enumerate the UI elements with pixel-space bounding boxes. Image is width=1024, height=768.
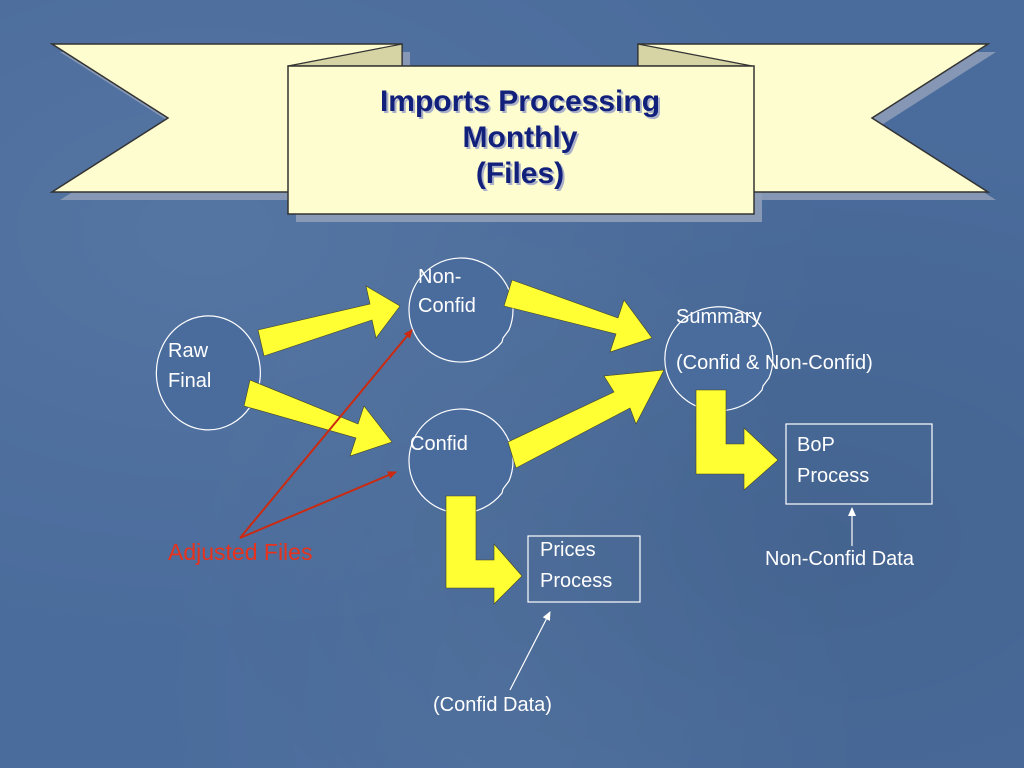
arrow-confid-to-prices [445, 495, 523, 605]
confid-data-arrow [509, 611, 551, 691]
bop-process-label-line-2: Process [797, 465, 870, 487]
bop-process-box [785, 423, 933, 505]
non-confid-label-line-1: Non- [418, 266, 462, 288]
prices-process-label-line-1: Prices [540, 539, 596, 561]
arrow-confid-to-summary [507, 369, 665, 469]
page-title: Imports Processing Monthly (Files) [290, 84, 750, 192]
title-line-1: Imports Processing [379, 85, 661, 118]
title-banner [49, 43, 996, 222]
raw-final-label-line-1: Raw [168, 340, 209, 362]
title-line-3: (Files) [475, 157, 565, 190]
bop-process-label-line-1: BoP [797, 434, 835, 456]
summary-label-line-1: Summary [676, 306, 762, 328]
prices-process-label-line-2: Process [540, 570, 613, 592]
confid-label: Confid [410, 433, 468, 455]
adjusted-to-nonconfid-arrow [239, 329, 413, 539]
title-panel [287, 65, 755, 215]
arrow-nonconfid-to-summary [503, 279, 653, 353]
flow-arrows [243, 279, 779, 605]
confid-data-label: (Confid Data) [433, 694, 552, 716]
arrow-summary-to-bop [695, 389, 779, 491]
non-confid-data-label: Non-Confid Data [765, 548, 914, 570]
prices-process-box [527, 535, 641, 603]
non-confid-label-line-2: Confid [418, 295, 476, 317]
raw-final-node [155, 315, 261, 431]
adjusted-files-label: Adjusted Files [168, 539, 313, 565]
summary-label-line-2: (Confid & Non-Confid) [676, 352, 873, 374]
raw-final-label-line-2: Final [168, 370, 212, 392]
title-line-2: Monthly [462, 121, 578, 154]
adjusted-to-confid-arrow [239, 471, 397, 539]
arrow-raw-to-confid [243, 379, 393, 457]
arrow-raw-to-nonconfid [257, 285, 401, 357]
